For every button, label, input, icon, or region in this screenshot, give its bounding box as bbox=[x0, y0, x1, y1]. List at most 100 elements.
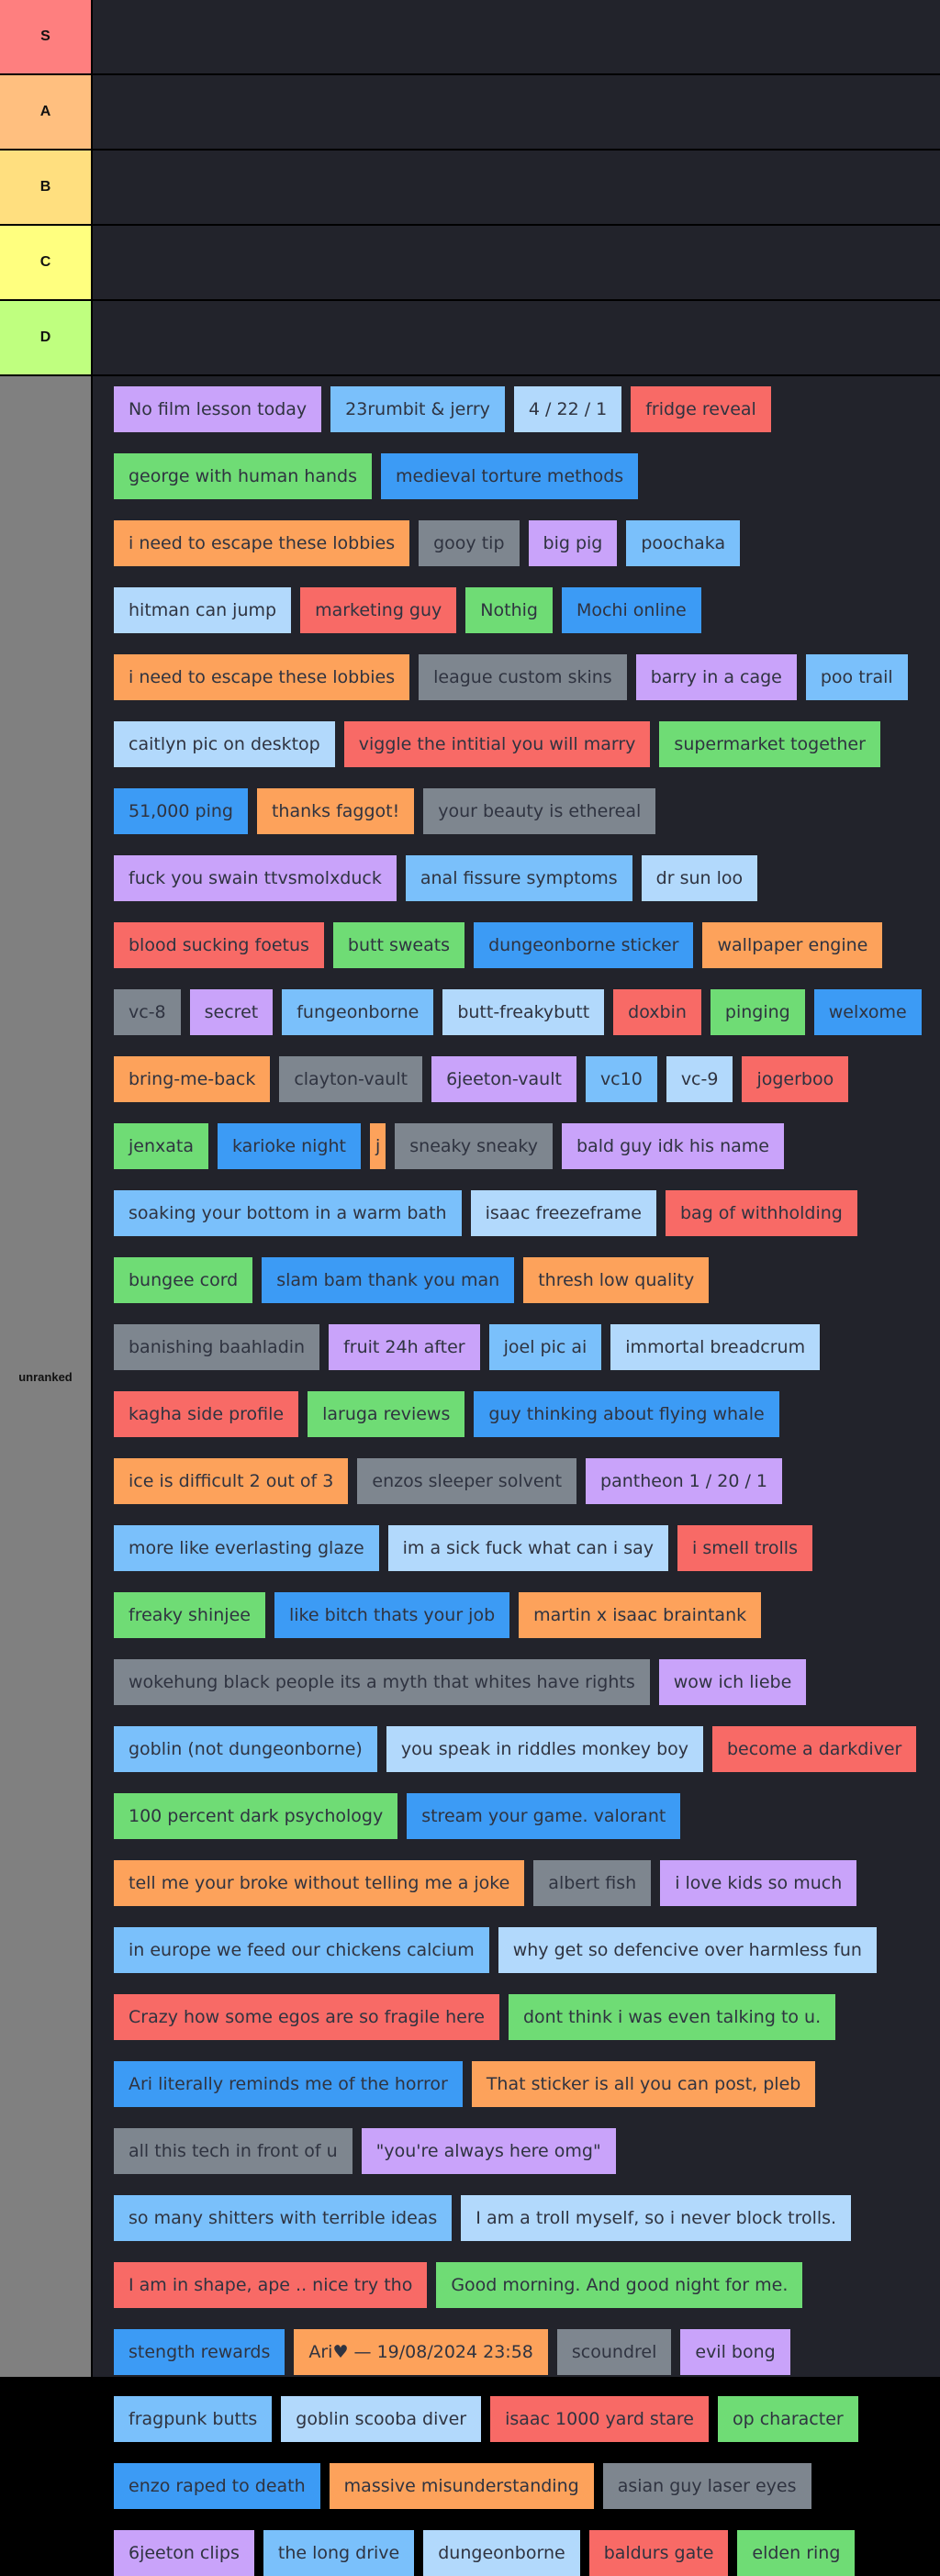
tier-item[interactable]: stream your game. valorant bbox=[407, 1793, 681, 1839]
tier-item[interactable]: gooy tip bbox=[419, 520, 520, 566]
tier-item[interactable]: anal fissure symptoms bbox=[405, 855, 632, 901]
tier-item[interactable]: wokehung black people its a myth that wh… bbox=[114, 1659, 650, 1705]
tier-item[interactable]: enzos sleeper solvent bbox=[357, 1458, 577, 1504]
tier-item[interactable]: evil bong bbox=[680, 2329, 790, 2375]
tier-item[interactable]: slam bam thank you man bbox=[262, 1257, 515, 1303]
tier-item[interactable]: tell me your broke without telling me a … bbox=[114, 1860, 525, 1906]
tier-item[interactable]: sneaky sneaky bbox=[395, 1123, 553, 1169]
tier-item[interactable]: become a darkdiver bbox=[712, 1726, 917, 1772]
tier-item[interactable]: vc-9 bbox=[666, 1056, 733, 1102]
tier-item[interactable]: I am in shape, ape .. nice try tho bbox=[114, 2262, 428, 2308]
tier-item[interactable]: 6jeeton clips bbox=[114, 2530, 254, 2576]
tier-item[interactable]: in europe we feed our chickens calcium bbox=[114, 1927, 489, 1973]
tier-item[interactable]: fungeonborne bbox=[282, 989, 434, 1035]
tier-item[interactable]: i need to escape these lobbies bbox=[114, 654, 410, 700]
tier-label-c[interactable]: C bbox=[0, 226, 91, 299]
tier-dropzone-d[interactable] bbox=[91, 301, 940, 374]
tier-item[interactable]: albert fish bbox=[533, 1860, 652, 1906]
tier-item[interactable]: enzo raped to death bbox=[114, 2463, 320, 2509]
tier-item[interactable]: butt sweats bbox=[332, 922, 465, 968]
tier-item[interactable]: so many shitters with terrible ideas bbox=[114, 2195, 453, 2241]
tier-item[interactable]: goblin (not dungeonborne) bbox=[114, 1726, 377, 1772]
tier-item[interactable]: all this tech in front of u bbox=[114, 2128, 352, 2174]
tier-item[interactable]: jogerboo bbox=[742, 1056, 849, 1102]
tier-item[interactable]: your beauty is ethereal bbox=[423, 788, 656, 834]
tier-item[interactable]: marketing guy bbox=[300, 587, 457, 633]
tier-item[interactable]: the long drive bbox=[263, 2530, 415, 2576]
tier-item[interactable]: martin x isaac braintank bbox=[519, 1592, 762, 1638]
tier-item[interactable]: freaky shinjee bbox=[114, 1592, 265, 1638]
tier-item[interactable]: poo trail bbox=[805, 654, 908, 700]
tier-item[interactable]: dr sun loo bbox=[641, 855, 758, 901]
tier-item[interactable]: im a sick fuck what can i say bbox=[387, 1525, 669, 1571]
tier-item[interactable]: bag of withholding bbox=[665, 1190, 857, 1236]
tier-item[interactable]: Mochi online bbox=[561, 587, 701, 633]
tier-label-a[interactable]: A bbox=[0, 75, 91, 149]
tier-item[interactable]: fruit 24h after bbox=[329, 1324, 480, 1370]
tier-item[interactable]: like bitch thats your job bbox=[274, 1592, 510, 1638]
tier-item[interactable]: banishing baahladin bbox=[114, 1324, 320, 1370]
tier-item[interactable]: laruga reviews bbox=[308, 1391, 465, 1437]
tier-item[interactable]: stength rewards bbox=[114, 2329, 285, 2375]
tier-item[interactable]: No film lesson today bbox=[114, 386, 322, 432]
tier-item[interactable]: pinging bbox=[710, 989, 805, 1035]
tier-dropzone-a[interactable] bbox=[91, 75, 940, 149]
tier-item[interactable]: wow ich liebe bbox=[658, 1659, 807, 1705]
tier-item[interactable]: asian guy laser eyes bbox=[602, 2463, 811, 2509]
tier-item[interactable]: scoundrel bbox=[556, 2329, 672, 2375]
tier-item[interactable]: fragpunk butts bbox=[114, 2396, 273, 2442]
tier-item[interactable]: dungeonborne sticker bbox=[474, 922, 694, 968]
tier-item[interactable]: i smell trolls bbox=[677, 1525, 812, 1571]
tier-item[interactable]: karioke night bbox=[218, 1123, 361, 1169]
tier-item[interactable]: ice is difficult 2 out of 3 bbox=[114, 1458, 349, 1504]
tier-item[interactable]: 23rumbit & jerry bbox=[330, 386, 505, 432]
tier-item[interactable]: thresh low quality bbox=[523, 1257, 710, 1303]
tier-item[interactable]: That sticker is all you can post, pleb bbox=[471, 2061, 816, 2107]
tier-item[interactable]: isaac 1000 yard stare bbox=[490, 2396, 709, 2442]
tier-item[interactable]: why get so defencive over harmless fun bbox=[498, 1927, 877, 1973]
tier-item[interactable]: soaking your bottom in a warm bath bbox=[114, 1190, 462, 1236]
tier-item[interactable]: big pig bbox=[528, 520, 618, 566]
tier-label-b[interactable]: B bbox=[0, 151, 91, 224]
tier-item[interactable]: fridge reveal bbox=[631, 386, 771, 432]
tier-label-s[interactable]: S bbox=[0, 0, 91, 73]
tier-item[interactable]: guy thinking about flying whale bbox=[474, 1391, 779, 1437]
tier-item[interactable]: butt-freakybutt bbox=[442, 989, 605, 1035]
tier-item[interactable]: vc10 bbox=[585, 1056, 657, 1102]
tier-item[interactable]: welxome bbox=[813, 989, 922, 1035]
tier-item[interactable]: goblin scooba diver bbox=[281, 2396, 482, 2442]
tier-item[interactable]: clayton-vault bbox=[279, 1056, 423, 1102]
tier-item[interactable]: 4 / 22 / 1 bbox=[513, 386, 622, 432]
tier-item[interactable]: blood sucking foetus bbox=[114, 922, 324, 968]
tier-item[interactable]: 6jeeton-vault bbox=[431, 1056, 576, 1102]
tier-item[interactable]: baldurs gate bbox=[588, 2530, 729, 2576]
tier-item[interactable]: supermarket together bbox=[659, 721, 880, 767]
tier-item[interactable]: Nothig bbox=[465, 587, 553, 633]
tier-item[interactable]: kagha side profile bbox=[114, 1391, 299, 1437]
tier-dropzone-s[interactable] bbox=[91, 0, 940, 73]
tier-item[interactable]: viggle the intitial you will marry bbox=[343, 721, 651, 767]
tier-item[interactable]: secret bbox=[189, 989, 274, 1035]
tier-item[interactable]: doxbin bbox=[613, 989, 701, 1035]
tier-item[interactable]: "you're always here omg" bbox=[361, 2128, 616, 2174]
tier-dropzone-c[interactable] bbox=[91, 226, 940, 299]
tier-item[interactable]: more like everlasting glaze bbox=[114, 1525, 379, 1571]
tier-item[interactable]: fuck you swain ttvsmolxduck bbox=[114, 855, 397, 901]
tier-item[interactable]: massive misunderstanding bbox=[329, 2463, 594, 2509]
tier-item[interactable]: Good morning. And good night for me. bbox=[436, 2262, 803, 2308]
tier-item[interactable]: dont think i was even talking to u. bbox=[508, 1994, 836, 2040]
tier-item[interactable]: bald guy idk his name bbox=[561, 1123, 784, 1169]
tier-item[interactable]: bring-me-back bbox=[114, 1056, 271, 1102]
tier-item[interactable]: 51,000 ping bbox=[114, 788, 248, 834]
tier-item[interactable]: op character bbox=[718, 2396, 858, 2442]
tier-item[interactable]: thanks faggot! bbox=[256, 788, 415, 834]
tier-item[interactable]: Ari literally reminds me of the horror bbox=[114, 2061, 463, 2107]
tier-item[interactable]: dungeonborne bbox=[423, 2530, 580, 2576]
tier-item[interactable]: 100 percent dark psychology bbox=[114, 1793, 398, 1839]
tier-item[interactable]: george with human hands bbox=[114, 453, 372, 499]
tier-item[interactable]: poochaka bbox=[626, 520, 741, 566]
tier-item[interactable]: I am a troll myself, so i never block tr… bbox=[461, 2195, 852, 2241]
tier-item[interactable]: isaac freezeframe bbox=[470, 1190, 656, 1236]
tier-item[interactable]: immortal breadcrum bbox=[610, 1324, 821, 1370]
